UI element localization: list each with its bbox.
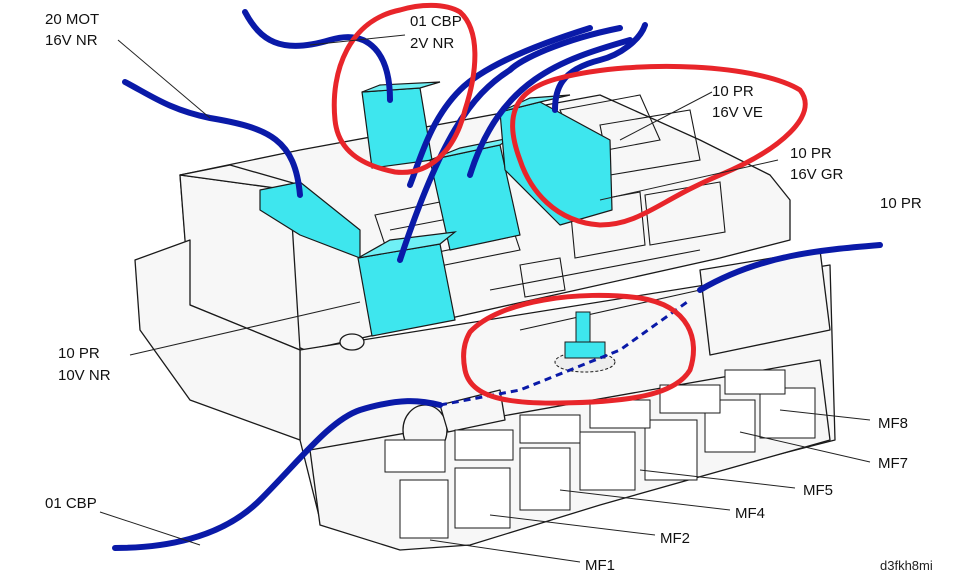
label-2v-nr: 2V NR xyxy=(410,35,454,52)
relay-01-cbp xyxy=(361,81,441,169)
label-10-pr-ve: 10 PR xyxy=(712,83,754,100)
label-10v-nr: 10V NR xyxy=(58,367,111,384)
label-16v-gr: 16V GR xyxy=(790,166,844,183)
relay-center xyxy=(429,137,521,251)
label-mf7: MF7 xyxy=(878,455,908,472)
leader-lines xyxy=(99,34,871,563)
label-10-pr-nr: 10 PR xyxy=(58,345,100,362)
highlights xyxy=(331,2,808,406)
ground-stud xyxy=(554,311,616,373)
label-16v-ve: 16V VE xyxy=(712,104,763,121)
label-mf5: MF5 xyxy=(803,482,833,499)
label-mf1: MF1 xyxy=(585,557,615,574)
label-mf8: MF8 xyxy=(878,415,908,432)
label-10-pr-right: 10 PR xyxy=(880,195,922,212)
wires xyxy=(112,9,883,551)
label-16v-nr: 16V NR xyxy=(45,32,98,49)
image-code: d3fkh8mi xyxy=(880,558,933,573)
label-20-mot: 20 MOT xyxy=(45,11,99,28)
fuse-slots xyxy=(384,369,816,539)
label-mf4: MF4 xyxy=(735,505,765,522)
label-01-cbp-top: 01 CBP xyxy=(410,13,462,30)
label-mf2: MF2 xyxy=(660,530,690,547)
label-01-cbp-left: 01 CBP xyxy=(45,495,97,512)
label-10-pr-gr: 10 PR xyxy=(790,145,832,162)
labels: 20 MOT 16V NR 01 CBP 2V NR 10 PR 16V VE … xyxy=(45,11,933,574)
